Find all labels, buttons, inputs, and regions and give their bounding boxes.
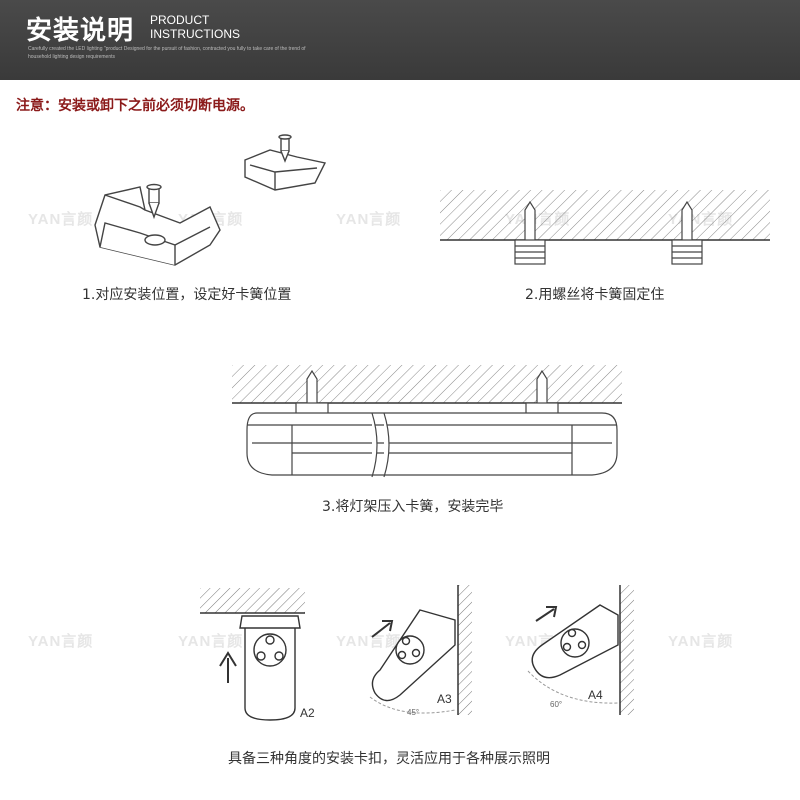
header-subtitle: PRODUCT INSTRUCTIONS bbox=[150, 13, 240, 41]
degree-a4: 60° bbox=[550, 700, 563, 709]
watermark: YAN言颜 bbox=[668, 633, 734, 650]
step2-caption: 2.用螺丝将卡簧固定住 bbox=[525, 287, 665, 303]
power-off-notice: 注意：安装或卸下之前必须切断电源。 bbox=[16, 98, 254, 114]
angle-a3-illustration bbox=[369, 585, 472, 715]
watermark: YAN言颜 bbox=[28, 633, 94, 650]
step1-caption: 1.对应安装位置，设定好卡簧位置 bbox=[82, 287, 292, 303]
label-a3: A3 bbox=[437, 692, 452, 706]
angle-a4-illustration bbox=[527, 585, 634, 715]
step2-ceiling-illustration bbox=[440, 190, 770, 265]
page-title: 安装说明 bbox=[26, 16, 135, 46]
watermark: YAN言颜 bbox=[336, 211, 402, 228]
watermark: YAN言颜 bbox=[336, 633, 402, 650]
header-description: Carefully created the LED lighting "prod… bbox=[28, 46, 306, 60]
degree-a3: 45° bbox=[407, 708, 420, 717]
label-a4: A4 bbox=[588, 688, 603, 702]
step3-caption: 3.将灯架压入卡簧，安装完毕 bbox=[322, 499, 504, 515]
watermark: YAN言颜 bbox=[28, 211, 94, 228]
step3-fixture-illustration bbox=[232, 365, 622, 478]
angle-a2-illustration bbox=[200, 588, 305, 721]
step1-clip-illustration bbox=[94, 134, 327, 266]
header-subtitle-line1: PRODUCT bbox=[150, 13, 210, 27]
header-subtitle-line2: INSTRUCTIONS bbox=[150, 27, 240, 41]
angles-caption: 具备三种角度的安装卡扣，灵活应用于各种展示照明 bbox=[228, 751, 550, 767]
header-banner: 安装说明 PRODUCT INSTRUCTIONS Carefully crea… bbox=[0, 0, 800, 80]
label-a2: A2 bbox=[300, 706, 315, 720]
watermark: YAN言颜 bbox=[178, 633, 244, 650]
